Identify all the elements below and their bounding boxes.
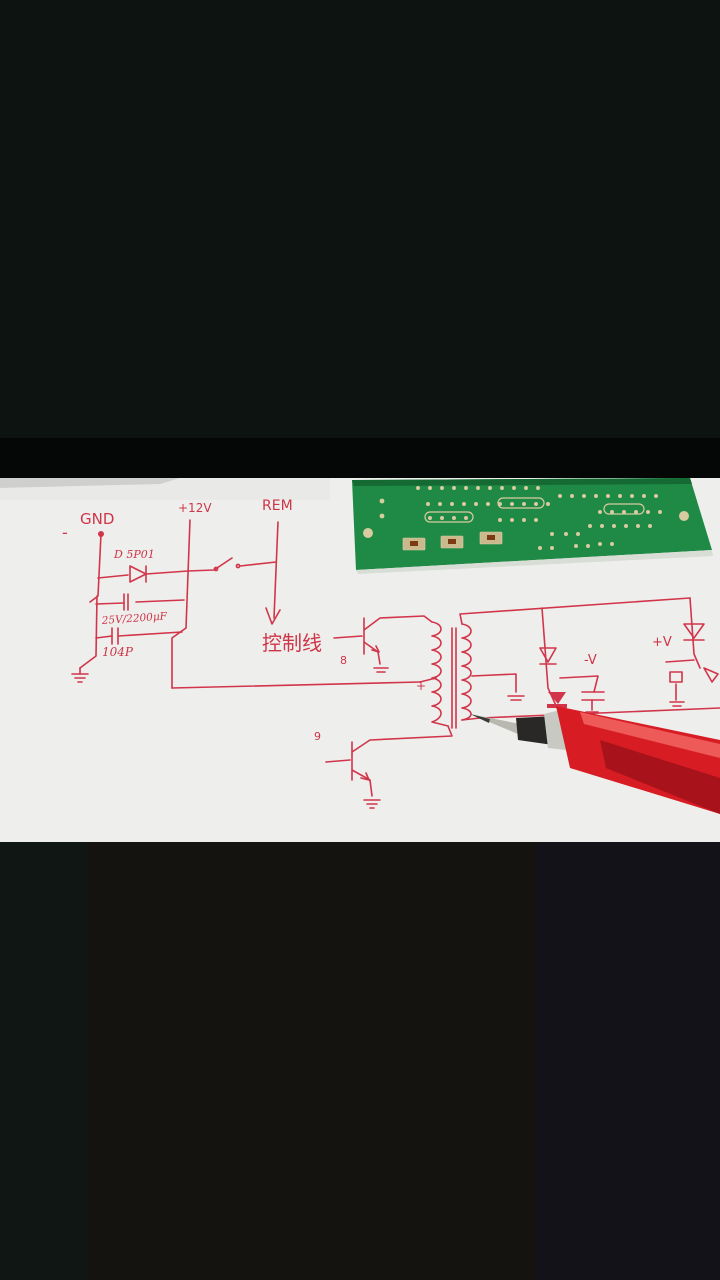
output-rectifier: [479, 597, 720, 719]
transistor-8-label: 8: [340, 654, 347, 667]
ceramic-cap-label: 104P: [102, 645, 134, 659]
video-bottom-right-panel: [536, 842, 720, 1280]
video-bottom-left-panel: [0, 842, 88, 1280]
diode-part-label: D 5P01: [113, 548, 155, 561]
rem-label: REM: [262, 498, 293, 514]
gnd-label: GND: [80, 510, 114, 528]
positive-voltage-label: +V: [652, 635, 672, 650]
video-frame-photo: - GND +12V REM D 5P01 25V/2200μF 104P 控制…: [0, 478, 720, 842]
red-pen: [470, 706, 720, 814]
capacitor-value-label: 25V/2200μF: [100, 610, 168, 627]
negative-voltage-label: -V: [584, 653, 597, 668]
transformer: [431, 597, 691, 729]
v12-label: +12V: [178, 501, 212, 515]
video-top-border: [0, 438, 720, 478]
polarity-plus-label: +: [416, 679, 426, 693]
rem-line: [265, 521, 281, 625]
circuit-sketch: - GND +12V REM D 5P01 25V/2200μF 104P 控制…: [0, 478, 720, 842]
gnd-minus-label: -: [62, 523, 68, 542]
pcb-board: [352, 478, 713, 574]
transistor-9: [325, 725, 453, 809]
transistor-8: [333, 615, 433, 673]
control-line-label: 控制线: [262, 631, 322, 655]
input-network: [71, 531, 277, 683]
transistor-9-label: 9: [314, 730, 321, 743]
video-top-letterbox: [0, 0, 720, 438]
